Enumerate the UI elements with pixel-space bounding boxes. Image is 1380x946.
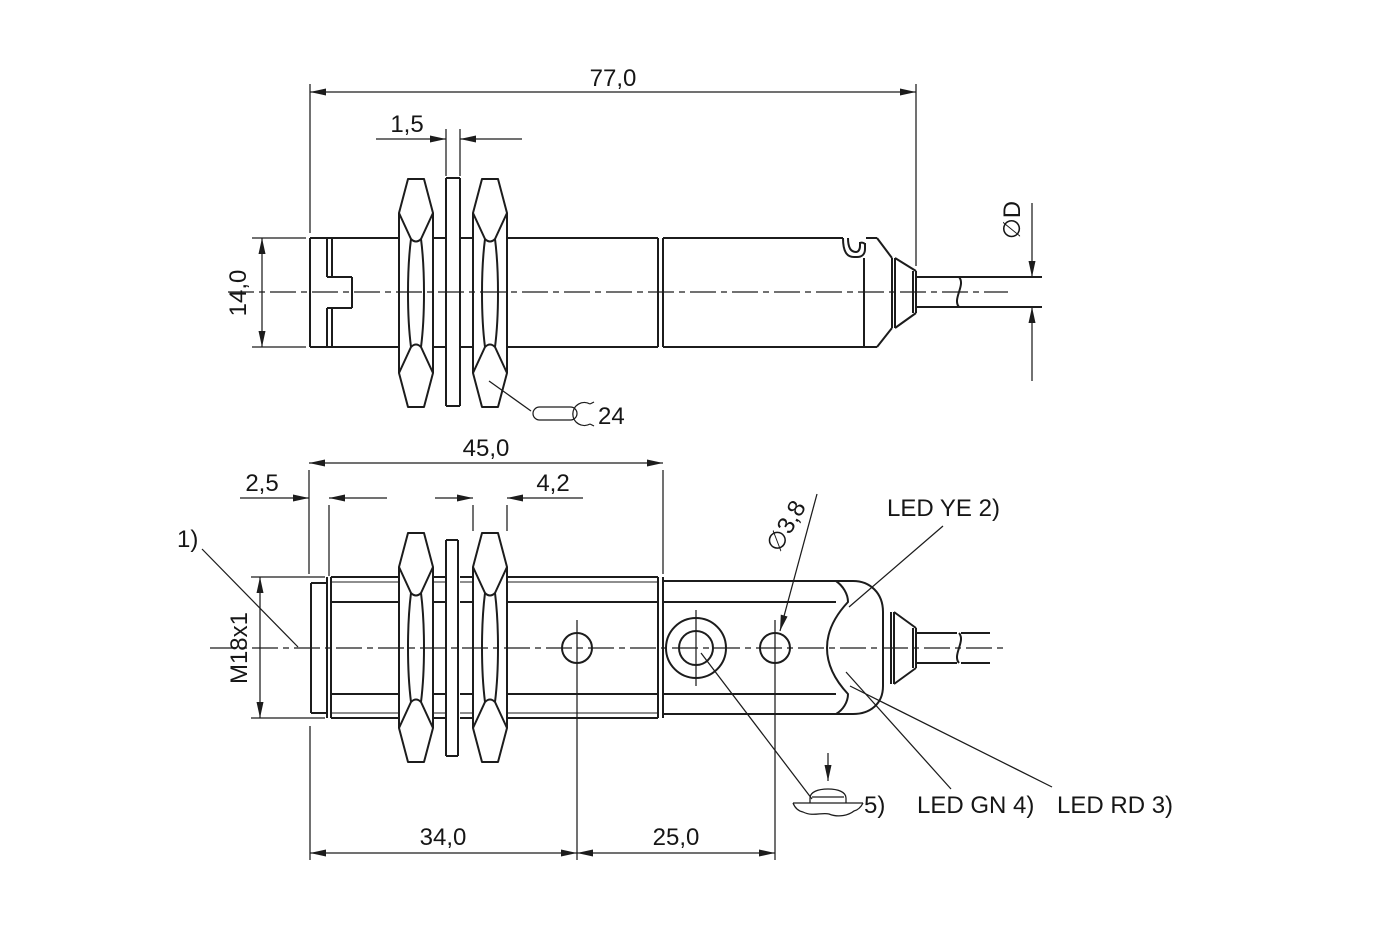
dim-pot-to-led-label: 25,0 — [653, 824, 700, 851]
dim-housing-width: 14,0 — [225, 237, 306, 348]
led-red-label: LED RD 3) — [1057, 792, 1173, 819]
hex-nut-1-side — [398, 178, 434, 408]
wrench-icon — [532, 401, 595, 427]
face-slot — [327, 276, 353, 309]
dim-face-ring: 2,5 — [240, 470, 387, 576]
top-view: 77,0 1,5 14,0 ∅D 24 — [225, 65, 1042, 430]
washer-front — [445, 539, 459, 757]
led-window-profile — [826, 580, 849, 715]
dim-face-ring-label: 2,5 — [245, 470, 278, 497]
footnote-1-label: 1) — [177, 526, 198, 553]
dim-cable-diameter: ∅D — [999, 201, 1036, 381]
washer-side — [445, 177, 461, 407]
led-green-callout: LED GN 4) — [845, 671, 1034, 819]
cable-front — [916, 632, 990, 664]
led-green-label: LED GN 4) — [917, 792, 1034, 819]
footnote-5-callout: 5) — [700, 652, 885, 819]
sensor-body-front — [310, 576, 990, 719]
dim-thread-length: 45,0 — [308, 435, 664, 574]
dim-washer-thickness: 1,5 — [376, 111, 522, 176]
dim-overall-length-label: 77,0 — [590, 65, 637, 92]
hex-nut-2-side — [472, 178, 508, 408]
dim-thread-length-label: 45,0 — [463, 435, 510, 462]
hex-nut-2-front — [472, 532, 508, 763]
dim-led-hole: ∅3,8 — [761, 493, 818, 632]
dim-nut-thickness-label: 4,2 — [536, 470, 569, 497]
thread-spec-label: M18x1 — [226, 612, 253, 684]
dim-face-to-pot-label: 34,0 — [420, 824, 467, 851]
housing-clip-detail — [842, 237, 866, 258]
cable-side — [916, 276, 1042, 308]
dim-nut-thickness: 4,2 — [435, 470, 583, 531]
led-end-cap — [852, 580, 884, 715]
led-hole-diameter-label: ∅3,8 — [761, 496, 812, 557]
wrench-size-label: 24 — [598, 403, 625, 430]
footnote-1-callout: 1) — [177, 526, 299, 648]
led-yellow-label: LED YE 2) — [887, 495, 1000, 522]
led-yellow-callout: LED YE 2) — [848, 495, 1000, 608]
cable-gland-front — [890, 611, 917, 685]
wrench-callout: 24 — [488, 380, 625, 430]
dim-hole-positions: 34,0 25,0 — [309, 620, 776, 860]
dim-housing-width-label: 14,0 — [225, 270, 252, 317]
dim-overall-length: 77,0 — [309, 65, 917, 266]
cable-diameter-label: ∅D — [999, 201, 1026, 239]
dim-washer-thickness-label: 1,5 — [390, 111, 423, 138]
footnote-5-label: 5) — [864, 792, 885, 819]
cable-gland-side — [891, 257, 917, 329]
potentiometer-icon — [792, 788, 864, 817]
bottom-view: 45,0 2,5 4,2 M18x1 1) — [177, 435, 1173, 860]
dim-thread-spec: M18x1 — [226, 576, 325, 719]
led-red-callout: LED RD 3) — [849, 685, 1173, 819]
sensor-body-side — [309, 237, 1042, 348]
hex-nut-1-front — [398, 532, 434, 763]
